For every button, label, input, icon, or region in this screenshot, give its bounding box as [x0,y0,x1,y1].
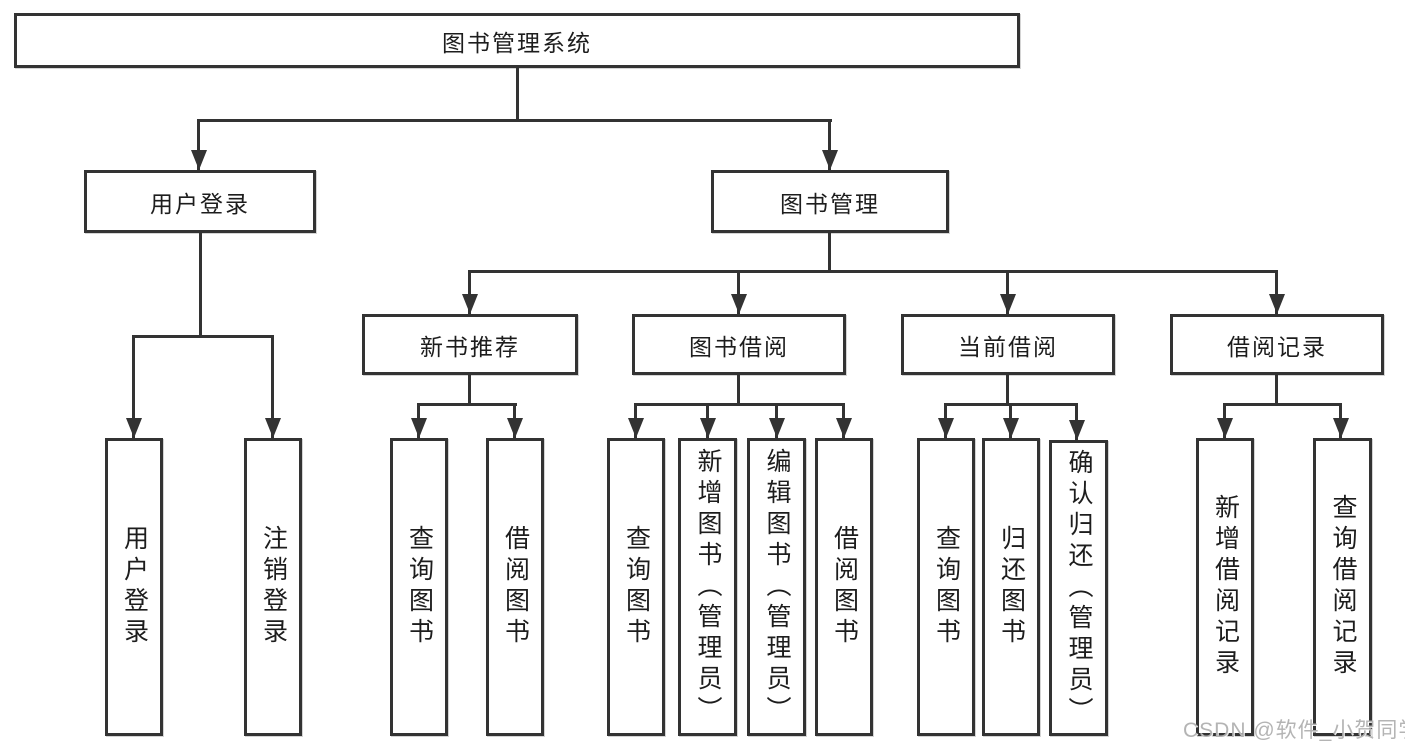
leaf-logout: 注销登录 [244,438,302,736]
leaf-recommend-query-books: 查询图书 [390,438,448,736]
node-label: 新增借阅记录 [1211,494,1240,680]
leaf-confirm-return-admin: 确认归还（管理员） [1049,440,1108,736]
connector-line [828,119,831,170]
node-label: 查询图书 [932,525,961,649]
connector-line [828,233,831,273]
leaf-query-borrow-record: 查询借阅记录 [1313,438,1372,736]
arrow-down-icon [265,418,281,438]
leaf-edit-books-admin: 编辑图书（管理员） [747,438,806,736]
node-label: 归还图书 [997,525,1026,649]
node-label: 新书推荐 [420,333,520,360]
connector-line [271,335,274,438]
node-user-login: 用户登录 [84,170,316,233]
node-label: 查询图书 [405,525,434,649]
leaf-return-books: 归还图书 [982,438,1040,736]
csdn-watermark: CSDN @软件_小贺同学 [1183,719,1405,742]
arrow-down-icon [938,418,954,438]
connector-line [516,68,519,122]
connector-line [197,119,200,170]
node-new-book-recommend: 新书推荐 [362,314,578,375]
node-label: 借阅记录 [1227,333,1327,360]
arrow-down-icon [700,418,716,438]
arrow-down-icon [628,418,644,438]
connector-line [737,375,740,406]
connector-line [1275,375,1278,406]
arrow-down-icon [191,150,207,170]
connector-line [1006,375,1009,406]
connector-line [468,375,471,406]
connector-line [1223,403,1342,406]
node-label: 图书借阅 [689,333,789,360]
connector-line [468,270,1278,273]
leaf-borrowing-borrow-books: 借阅图书 [815,438,873,736]
connector-line [737,270,740,314]
connector-line [417,403,517,406]
node-book-borrowing: 图书借阅 [632,314,846,375]
node-current-borrowing: 当前借阅 [901,314,1115,375]
node-library-management-system: 图书管理系统 [14,13,1020,68]
arrow-down-icon [1069,420,1085,440]
arrow-down-icon [1217,418,1233,438]
leaf-current-query-books: 查询图书 [917,438,975,736]
leaf-add-borrow-record: 新增借阅记录 [1196,438,1254,736]
arrow-down-icon [1269,294,1285,314]
connector-line [132,335,135,438]
node-label: 图书管理 [780,190,880,217]
arrow-down-icon [731,294,747,314]
node-label: 查询图书 [622,525,651,649]
arrow-down-icon [1000,294,1016,314]
arrow-down-icon [769,418,785,438]
arrow-down-icon [126,418,142,438]
leaf-add-books-admin: 新增图书（管理员） [678,438,737,736]
node-label: 借阅图书 [501,525,530,649]
node-label: 注销登录 [259,525,288,649]
node-label: 查询借阅记录 [1329,494,1357,680]
connector-line [468,270,471,314]
node-label: 新增图书（管理员） [694,447,722,727]
connector-line [132,335,274,338]
connector-line [199,233,202,338]
arrow-down-icon [462,294,478,314]
node-label: 确认归还（管理员） [1065,448,1093,728]
node-label: 借阅图书 [830,525,859,649]
connector-line [197,119,832,122]
connector-line [634,403,845,406]
node-book-management: 图书管理 [711,170,949,233]
connector-line [1006,270,1009,314]
arrow-down-icon [411,418,427,438]
arrow-down-icon [836,418,852,438]
leaf-borrowing-query-books: 查询图书 [607,438,665,736]
node-label: 编辑图书（管理员） [763,447,791,727]
arrow-down-icon [1333,418,1349,438]
arrow-down-icon [1003,418,1019,438]
leaf-user-login: 用户登录 [105,438,163,736]
node-borrowing-records: 借阅记录 [1170,314,1384,375]
node-label: 当前借阅 [958,333,1058,360]
node-label: 用户登录 [120,525,149,649]
node-label: 图书管理系统 [442,29,592,56]
leaf-recommend-borrow-books: 借阅图书 [486,438,544,736]
connector-line [1275,270,1278,314]
arrow-down-icon [822,150,838,170]
node-label: 用户登录 [150,190,250,217]
arrow-down-icon [507,418,523,438]
